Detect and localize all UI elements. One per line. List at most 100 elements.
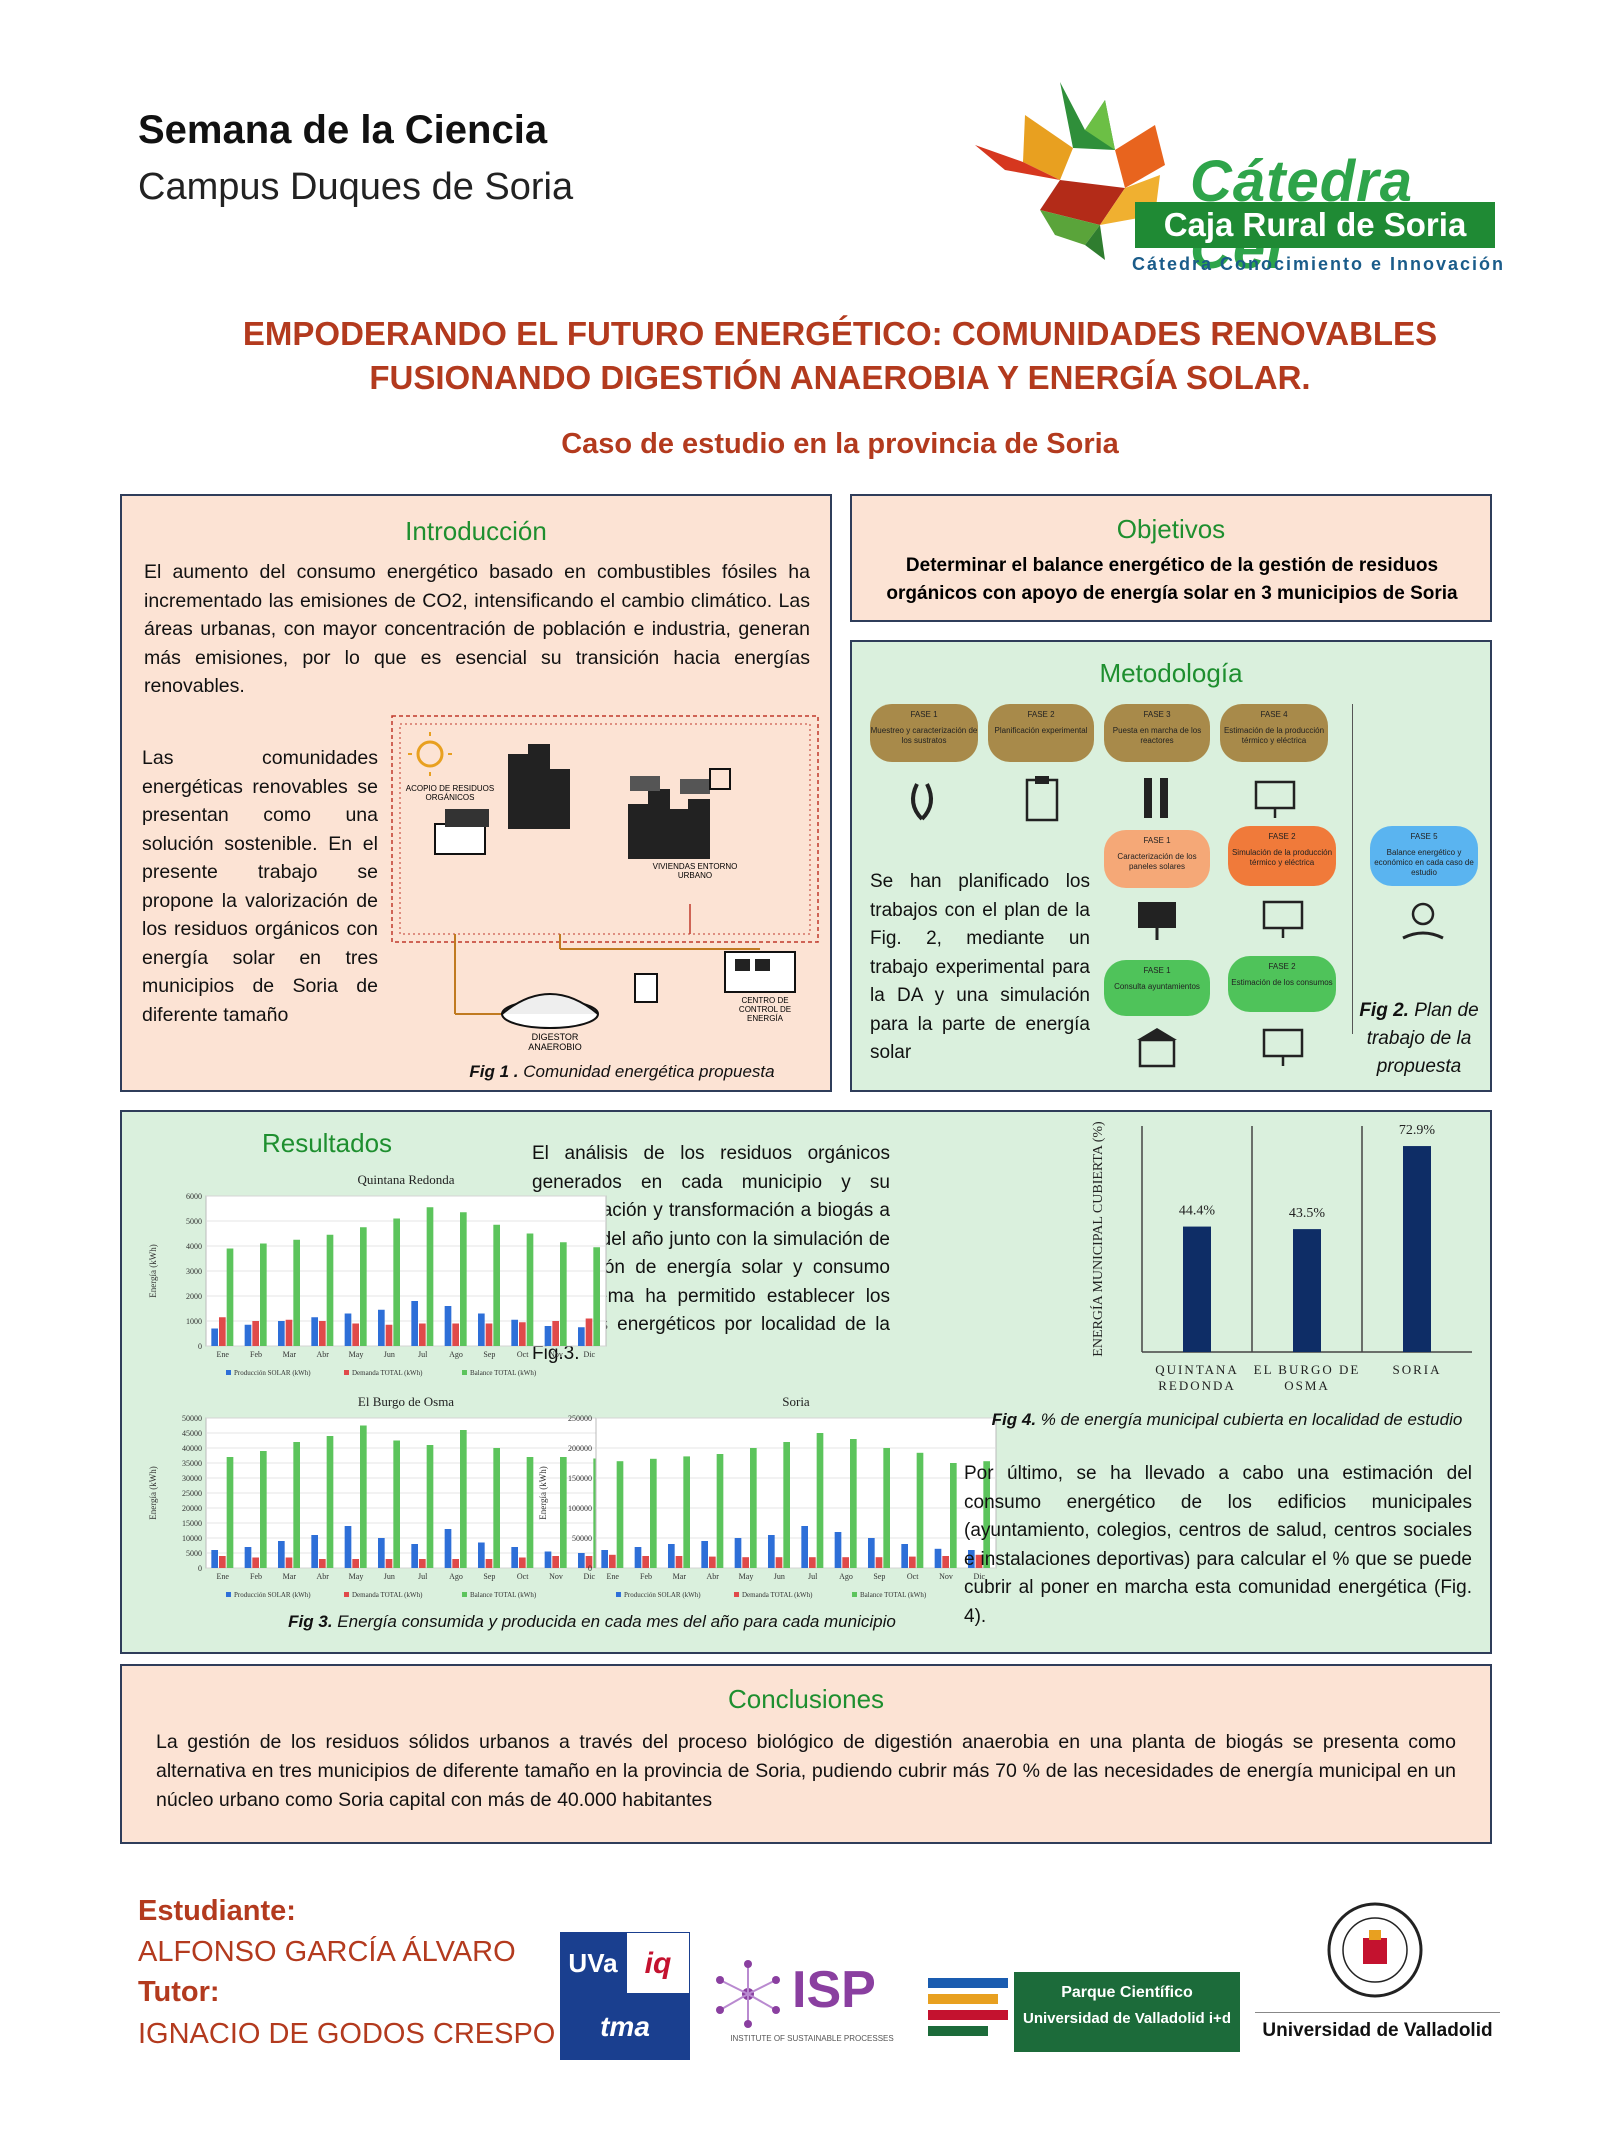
monitor-chart-icon bbox=[1250, 774, 1300, 829]
y-tick-label: 0 bbox=[198, 1342, 202, 1351]
bar-balance bbox=[850, 1439, 857, 1568]
bar-producción bbox=[411, 1544, 418, 1568]
y-tick-label: 50000 bbox=[182, 1414, 202, 1423]
bar-producción bbox=[444, 1306, 452, 1346]
x-tick-label: Jun bbox=[384, 1572, 395, 1581]
bar-producción bbox=[701, 1541, 708, 1568]
x-tick-label: Nov bbox=[549, 1572, 563, 1581]
bar-balance bbox=[883, 1448, 890, 1568]
y-tick-label: 45000 bbox=[182, 1429, 202, 1438]
bar-producción bbox=[901, 1544, 908, 1568]
x-tick-label: Sep bbox=[483, 1350, 495, 1359]
bar-balance bbox=[783, 1442, 790, 1568]
x-tick-label: Dic bbox=[584, 1572, 596, 1581]
intro-panel: Introducción El aumento del consumo ener… bbox=[120, 494, 832, 1092]
conclusiones-panel: Conclusiones La gestión de los residuos … bbox=[120, 1664, 1492, 1844]
bar-balance bbox=[560, 1457, 567, 1568]
bar-balance bbox=[360, 1425, 367, 1568]
bar-producción bbox=[868, 1538, 875, 1568]
bar-balance bbox=[326, 1436, 334, 1568]
bar-demanda bbox=[909, 1556, 916, 1568]
bar-producción bbox=[378, 1309, 385, 1346]
x-tick-label: Jul bbox=[418, 1350, 428, 1359]
resultados-text-2: Por último, se ha llevado a cabo una est… bbox=[964, 1463, 1472, 1627]
bar-demanda bbox=[875, 1557, 883, 1568]
bar-producción bbox=[511, 1319, 518, 1346]
catedra-leaf-icon bbox=[975, 82, 1165, 260]
bar-demanda bbox=[742, 1557, 749, 1568]
legend-label: Demanda TOTAL (kWh) bbox=[742, 1591, 813, 1599]
y-tick-label: 40000 bbox=[182, 1444, 202, 1453]
bar-producción bbox=[578, 1327, 585, 1346]
objetivos-panel: Objetivos Determinar el balance energéti… bbox=[850, 494, 1492, 622]
bar-producción bbox=[734, 1538, 742, 1568]
university-seal-icon bbox=[1327, 1902, 1423, 1998]
bar-balance bbox=[426, 1445, 434, 1568]
bar-demanda bbox=[942, 1556, 949, 1568]
bar-producción bbox=[968, 1550, 975, 1568]
bar-demanda bbox=[319, 1559, 326, 1568]
catedra-logo: Cátedra CeI Caja Rural de Soria Cátedra … bbox=[965, 70, 1505, 281]
bar-demanda bbox=[285, 1319, 293, 1346]
bar-producción bbox=[278, 1541, 285, 1568]
bar-demanda bbox=[585, 1556, 593, 1568]
bar-balance bbox=[293, 1239, 300, 1346]
legend-label: Demanda TOTAL (kWh) bbox=[352, 1369, 423, 1377]
data-label: 72.9% bbox=[1399, 1123, 1436, 1138]
poster-title-line1: EMPODERANDO EL FUTURO ENERGÉTICO: COMUNI… bbox=[242, 315, 1438, 352]
bar-balance bbox=[426, 1207, 434, 1346]
bar-balance bbox=[526, 1233, 534, 1346]
clipboard-icon bbox=[1017, 774, 1067, 829]
parque-cientifico-logo: Parque Científico Universidad de Vallado… bbox=[922, 1972, 1240, 2052]
y-tick-label: 50000 bbox=[572, 1534, 592, 1543]
bar-balance bbox=[526, 1457, 534, 1568]
y-tick-label: 6000 bbox=[186, 1192, 202, 1201]
fig1-label-acopio: ACOPIO DE RESIDUOS ORGÁNICOS bbox=[405, 784, 495, 802]
y-tick-label: 5000 bbox=[186, 1217, 202, 1226]
x-tick-label: Mar bbox=[673, 1572, 687, 1581]
bar-demanda bbox=[319, 1321, 326, 1346]
student-label: Estudiante: bbox=[138, 1895, 296, 1927]
x-tick-label: May bbox=[349, 1350, 364, 1359]
bar-producción bbox=[801, 1526, 808, 1568]
legend-label: Producción SOLAR (kWh) bbox=[624, 1591, 701, 1599]
y-tick-label: 35000 bbox=[182, 1459, 202, 1468]
bar-demanda bbox=[842, 1557, 849, 1568]
bar-balance bbox=[393, 1218, 400, 1346]
bar-producción bbox=[344, 1526, 352, 1568]
bar-demanda bbox=[419, 1559, 426, 1568]
bar-balance bbox=[560, 1242, 567, 1346]
x-tick-label: Oct bbox=[517, 1350, 529, 1359]
tutor-label: Tutor: bbox=[138, 1976, 220, 2008]
bar-balance bbox=[493, 1448, 500, 1568]
caja-rural-name: Caja Rural de Soria bbox=[1163, 206, 1467, 243]
x-tick-label: Abr bbox=[316, 1572, 329, 1581]
bar-balance bbox=[226, 1248, 234, 1346]
resultados-heading: Resultados bbox=[261, 1128, 393, 1158]
legend-swatch bbox=[344, 1370, 349, 1375]
bar-producción bbox=[668, 1544, 675, 1568]
x-tick-label: Sep bbox=[873, 1572, 885, 1581]
x-tick-label: Feb bbox=[250, 1350, 262, 1359]
x-tick-label: Ago bbox=[449, 1350, 463, 1359]
objetivos-text: Determinar el balance energético de la g… bbox=[886, 555, 1458, 604]
isp-logo: ISP INSTITUTE OF SUSTAINABLE PROCESSES bbox=[712, 1950, 912, 2050]
bar-demanda bbox=[452, 1559, 459, 1568]
y-tick-label: 5000 bbox=[186, 1549, 202, 1558]
y-tick-label: 15000 bbox=[182, 1519, 202, 1528]
student-name: ALFONSO GARCÍA ÁLVARO bbox=[138, 1936, 516, 1968]
bar-producción bbox=[478, 1542, 485, 1568]
bar-demanda bbox=[352, 1323, 359, 1346]
x-tick-label: OSMA bbox=[1284, 1378, 1330, 1393]
bar-producción bbox=[311, 1317, 318, 1346]
bar-balance bbox=[683, 1456, 690, 1568]
bar-coverage bbox=[1293, 1229, 1321, 1352]
data-label: 43.5% bbox=[1289, 1206, 1326, 1221]
catedra-tagline: Cátedra Conocimiento e Innovación bbox=[1131, 254, 1505, 274]
bar-balance bbox=[650, 1458, 657, 1568]
bar-producción bbox=[211, 1550, 218, 1568]
